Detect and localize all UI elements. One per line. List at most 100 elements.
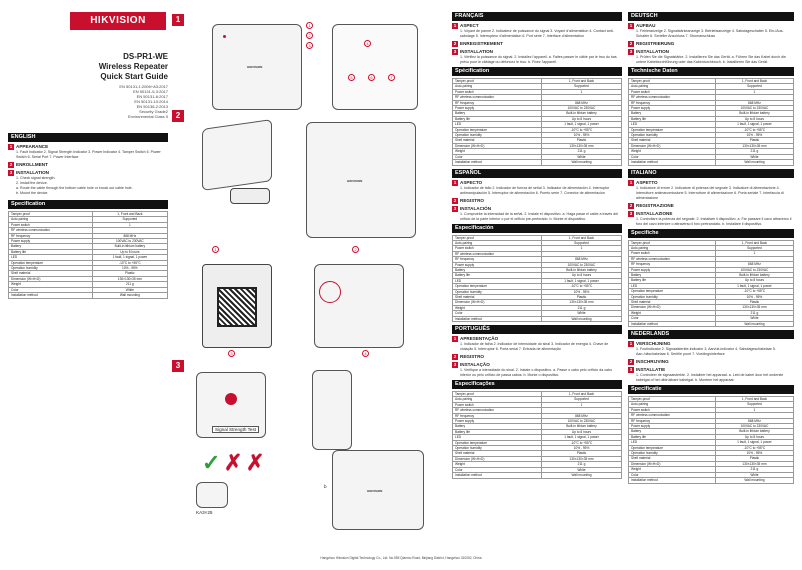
spec-value: 130×130×35 mm xyxy=(714,304,795,311)
section-number: 3 xyxy=(452,205,458,212)
section-title: ENREGISTREMENT xyxy=(460,41,503,46)
spec-value: 868 MHz xyxy=(540,256,623,263)
spec-value: 868 MHz xyxy=(714,99,795,107)
language-bar: FRANÇAIS xyxy=(452,12,622,21)
section-title: INSTALLATIE xyxy=(636,367,666,372)
section-title: VERSCHIJNING xyxy=(636,341,671,346)
repeater-back-view xyxy=(332,24,418,110)
appearance-text: 1. Fault Indicator 2. Signal Strength In… xyxy=(16,150,161,159)
section-number: 1 xyxy=(452,179,458,186)
spec-bar: Spécification xyxy=(452,67,622,76)
spec-value: 1 xyxy=(714,406,795,414)
section-title: INSTALLATION xyxy=(16,170,50,175)
spec-value: Wall mounting xyxy=(91,292,169,299)
standard-line: EN 50136-2:2013 xyxy=(136,104,168,109)
callout-3: 3 xyxy=(306,42,313,49)
callout-4: 4 xyxy=(364,40,371,47)
figure-number: 3 xyxy=(172,360,184,372)
spec-value: 1 xyxy=(91,221,169,229)
step-3-label: 3 xyxy=(228,350,235,357)
spec-value: 10% - 95% xyxy=(714,132,795,139)
spec-value: Up to 8 hours xyxy=(714,277,795,284)
section-number: 3 xyxy=(8,170,14,176)
section-title: ASPETTO xyxy=(636,179,658,185)
anchor-box xyxy=(196,482,228,508)
spec-value: 1 fault, 1 signal, 1 power xyxy=(540,434,623,441)
spec-bar: Especificación xyxy=(452,223,622,233)
language-bar: PORTUGUÊS xyxy=(452,325,622,334)
spec-value: 211 g xyxy=(540,304,623,312)
spec-value: 211 g xyxy=(91,281,169,288)
spec-value: 1 xyxy=(540,88,623,96)
section-number: 1 xyxy=(452,23,458,29)
spec-value: 868 MHz xyxy=(540,412,623,420)
appearance-text: 1. Voyant de panne 2. Indicateur de puis… xyxy=(460,29,614,38)
spec-value: 868 MHz xyxy=(714,261,795,268)
spec-value: -10°C to +55°C xyxy=(714,126,795,134)
install-step: b. Mount the device. xyxy=(16,191,49,195)
spec-value: 1, Front and Back xyxy=(540,234,623,241)
spec-value: 100VAC to 230VAC xyxy=(91,237,169,245)
spec-value: Up to 8 hours xyxy=(540,115,623,123)
spec-value: Plastic xyxy=(540,293,623,301)
spec-value: Up to 8 hours xyxy=(540,428,623,436)
section-title: INSTALAÇÃO xyxy=(460,362,490,367)
spec-value: 100VAC to 230VAC xyxy=(540,104,623,112)
spec-value: 10% - 95% xyxy=(540,132,623,139)
language-bar-english: ENGLISH xyxy=(8,133,168,142)
spec-value: 1, Front and Back xyxy=(714,77,795,85)
section-title: INSTALACIÓN xyxy=(460,205,492,211)
section-title: REGISTRIERUNG xyxy=(636,41,675,46)
standards-list: EN 50131-1:2006+A3:2017 EN 50131-5-3:201… xyxy=(8,84,168,119)
figure-number: 2 xyxy=(172,110,184,122)
standard-line: Environmental Class II xyxy=(127,114,168,119)
appearance-text: 1. Foutindicator 2. Signaalsterkte-indic… xyxy=(636,347,776,356)
signal-indicator-icon xyxy=(225,393,237,405)
installation-text: 1. Compruebe la intensidad de la señal. … xyxy=(460,211,619,221)
anchor-label: KA3×25 xyxy=(196,510,213,515)
spec-value: White xyxy=(714,315,795,322)
section-number: 1 xyxy=(452,336,458,342)
spec-value: 100VAC to 230VAC xyxy=(714,266,795,273)
wall-plate-a xyxy=(312,370,352,450)
section-number: 1 xyxy=(628,341,634,347)
spec-value: -10°C to +55°C xyxy=(714,444,795,452)
spec-value: Built-in lithium battery xyxy=(540,423,623,430)
spec-value: 1 fault, 1 signal, 1 power xyxy=(540,121,623,128)
standard-line: EN 50131-1:2006+A3:2017 xyxy=(119,84,168,89)
figure-number: 1 xyxy=(172,14,184,26)
spec-value: 1 fault, 1 signal, 1 power xyxy=(540,277,623,285)
spec-value: 211 g xyxy=(540,148,623,155)
installation-text: 1. Controleer de signaalsterkte. 2. Inst… xyxy=(636,373,784,382)
phone-switch-on xyxy=(230,188,270,204)
section-title: REGISTRAZIONE xyxy=(636,202,674,208)
spec-value: Plastic xyxy=(714,137,795,144)
appearance-text: 1. Indicatore di errore 2. Indicatore di… xyxy=(636,185,784,200)
appearance-text: 1. Fehleranzeige 2. Signalstärkeanzeige … xyxy=(636,29,784,38)
callout-7: 7 xyxy=(388,74,395,81)
spec-value: 211 g xyxy=(714,148,795,155)
spec-value: 1 fault, 1 signal, 1 power xyxy=(714,282,795,290)
step-4-label: 4 xyxy=(362,350,369,357)
spec-value: Plastic xyxy=(540,137,623,144)
section-number: 3 xyxy=(628,49,634,55)
spec-value: 868 MHz xyxy=(714,417,795,425)
install-step: 2. Install the device. xyxy=(16,181,48,185)
spec-value: Wall mounting xyxy=(540,315,623,323)
spec-value: 1 xyxy=(714,250,795,257)
spec-value: 1 xyxy=(714,88,795,96)
spec-value: -10°C to +55°C xyxy=(540,126,623,134)
section-title: ASPECTO xyxy=(460,179,483,185)
callout-1: 1 xyxy=(306,22,313,29)
section-number: 3 xyxy=(628,367,634,373)
